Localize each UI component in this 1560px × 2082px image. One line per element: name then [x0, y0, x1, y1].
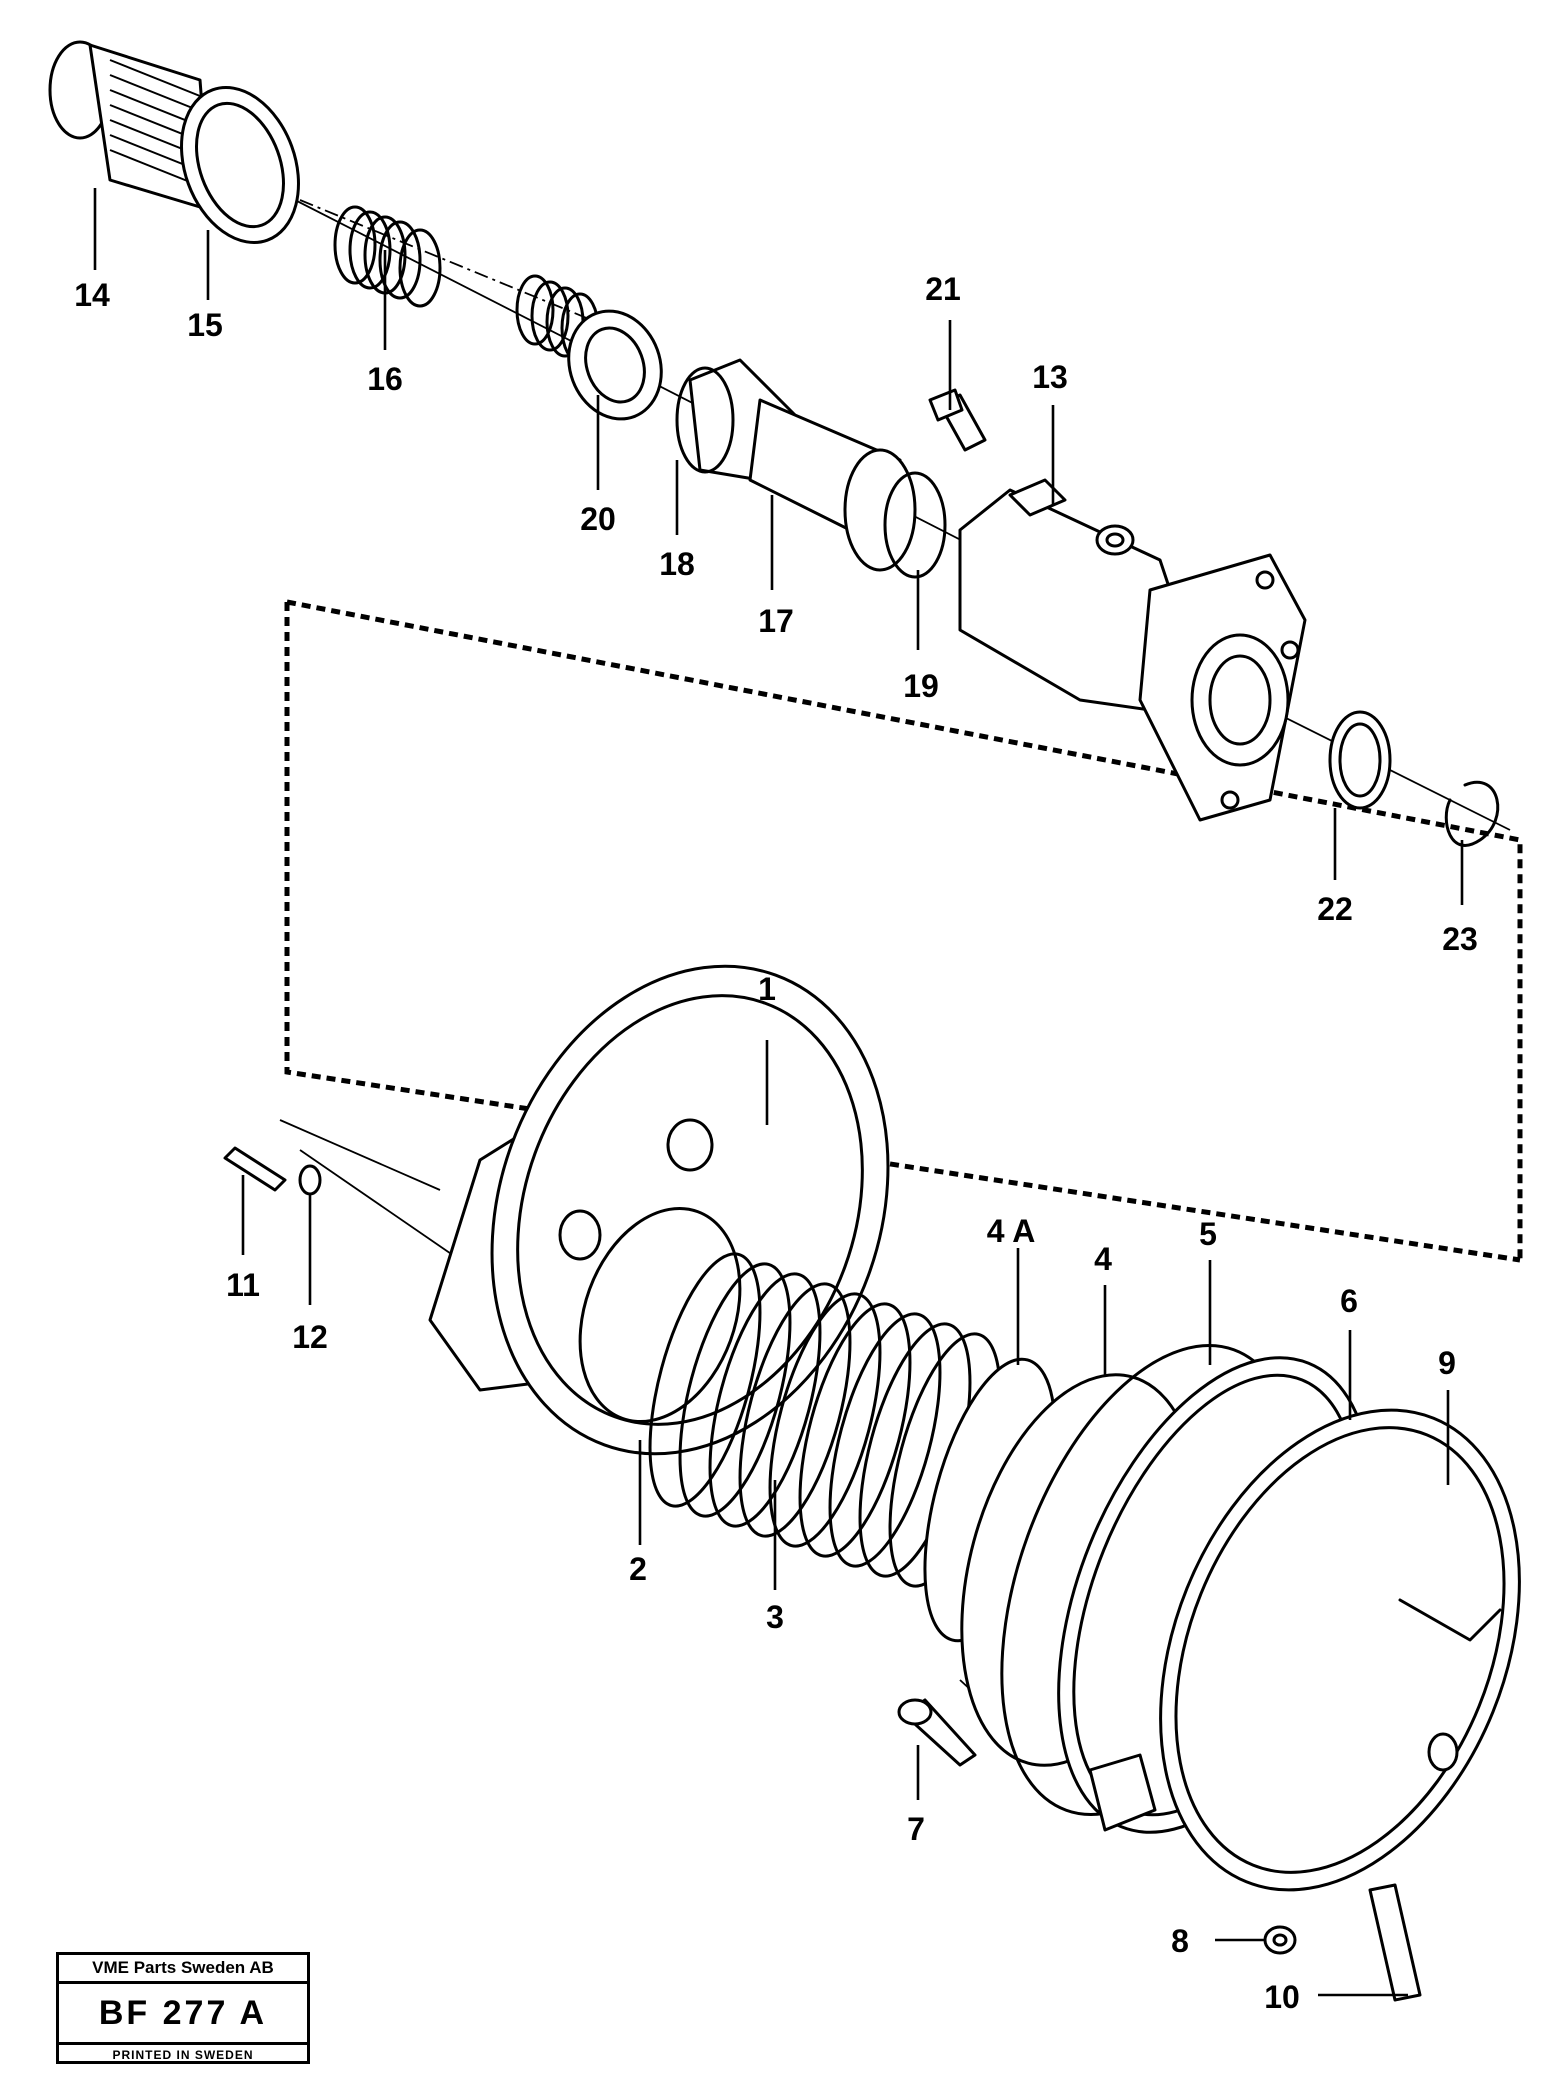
part-9-cover [1159, 1408, 1521, 1892]
callout-8: 8 [1171, 1923, 1189, 1959]
callout-15: 15 [187, 307, 223, 343]
callout-4: 4 [1094, 1241, 1112, 1277]
callout-4A: 4 A [987, 1213, 1036, 1249]
callout-18: 18 [659, 546, 695, 582]
callout-17: 17 [758, 603, 794, 639]
part-14-cap-nut [48, 40, 212, 212]
part-13-cylinder-housing [958, 478, 1307, 822]
callout-7: 7 [907, 1811, 925, 1847]
callout-1: 1 [758, 971, 776, 1007]
part-22-washer [1328, 710, 1392, 810]
part-12-washer [298, 1164, 322, 1196]
part-2-seal-ring [578, 1206, 742, 1424]
callout-14: 14 [74, 277, 110, 313]
callout-19: 19 [903, 668, 939, 704]
callout-16: 16 [367, 361, 403, 397]
part-15-seal-ring [180, 86, 300, 244]
callout-23: 23 [1442, 921, 1478, 957]
part-20-o-ring [567, 309, 663, 421]
callout-13: 13 [1032, 359, 1068, 395]
part-23-circlip [1444, 780, 1500, 847]
callout-11: 11 [226, 1267, 260, 1303]
part-11-pin [223, 1146, 287, 1192]
callout-3: 3 [766, 1599, 784, 1635]
callout-10: 10 [1264, 1979, 1300, 2015]
part-7-bolt [897, 1698, 977, 1767]
callout-2: 2 [629, 1551, 647, 1587]
part-21-bleed-screw [928, 388, 987, 452]
part-8-nut [1263, 1925, 1297, 1955]
callout-12: 12 [292, 1319, 328, 1355]
part-10-drain-tube [1368, 1883, 1422, 2002]
leader-lines [93, 188, 1464, 1997]
assembly-link-frame [284, 599, 1523, 1263]
part-19-seal [843, 448, 947, 579]
callout-6: 6 [1340, 1283, 1358, 1319]
callout-9: 9 [1438, 1345, 1456, 1381]
callout-20: 20 [580, 501, 616, 537]
callout-21: 21 [925, 271, 961, 307]
title-stamp: VME Parts Sweden AB BF 277 A PRINTED IN … [56, 1952, 310, 2064]
callout-5: 5 [1199, 1216, 1217, 1252]
stamp-printed: PRINTED IN SWEDEN [112, 2048, 254, 2062]
callout-labels: 14 15 16 20 18 17 19 21 13 22 23 1 11 12… [74, 271, 1478, 2015]
part-16-springs [333, 205, 600, 364]
callout-22: 22 [1317, 891, 1353, 927]
stamp-code: BF 277 A [59, 1984, 307, 2045]
stamp-company: VME Parts Sweden AB [59, 1955, 307, 1984]
